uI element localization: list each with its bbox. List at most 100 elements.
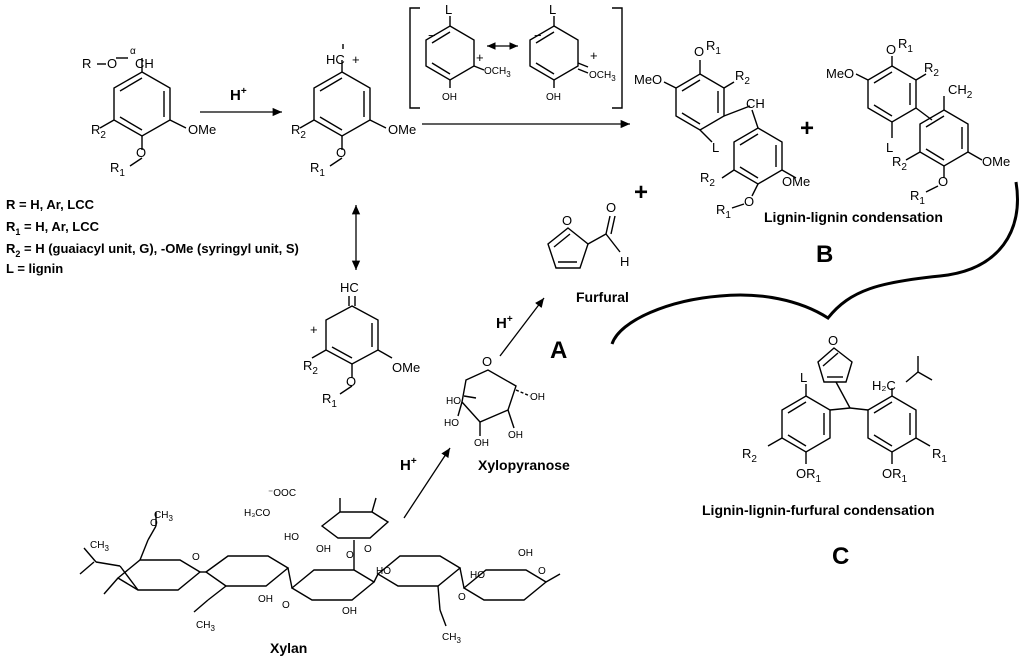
- xylan-labels: O CH3 CH3 O CH3 OH O OH O ⁻OOC H₃CO HO O…: [90, 488, 546, 645]
- alpha-label: α: [130, 46, 136, 57]
- atom-r2: R2: [91, 122, 106, 141]
- legend-l: L = lignin: [6, 261, 63, 276]
- atom-h2c: H₂C: [872, 378, 896, 393]
- atom-o: O: [562, 213, 572, 228]
- atom-meo: MeO: [634, 72, 662, 87]
- label-b: B: [816, 241, 833, 268]
- xylopyranose-labels: O OH HO HO OH OH: [444, 354, 545, 449]
- atom-ome: OMe: [982, 154, 1010, 169]
- atom-r1: R1: [110, 160, 125, 179]
- charge-plus: +: [352, 52, 360, 67]
- lignin-unit-structure: [97, 57, 187, 167]
- furfural-structure: [547, 215, 621, 269]
- atom-oh: OH: [474, 438, 489, 449]
- product-b2-labels: O R1 R2 MeO CH2 L OMe R2 O R1: [826, 36, 1010, 207]
- atom-ome: OMe: [388, 122, 416, 137]
- label-c: C: [832, 543, 849, 570]
- atom-o: O: [538, 566, 546, 577]
- atom-ho: HO: [284, 532, 299, 543]
- legend-r1: R1 = H, Ar, LCC: [6, 219, 100, 237]
- atom-r1: R1: [932, 446, 947, 465]
- plus-sign: +: [800, 115, 814, 142]
- reagent-h-plus: H+: [400, 456, 417, 474]
- atom-r2: R2: [892, 154, 907, 173]
- curly-brace: [610, 181, 1019, 345]
- product-c-structure: [767, 347, 933, 464]
- atom-o: O: [458, 592, 466, 603]
- resonance-bracket: [409, 7, 623, 109]
- atom-o: O: [136, 145, 146, 160]
- atom-ooc: ⁻OOC: [268, 488, 296, 499]
- atom-och3: OCH3: [589, 70, 616, 83]
- atom-o: O: [938, 174, 948, 189]
- atom-ch2: CH2: [948, 82, 973, 101]
- atom-ch: CH: [746, 96, 765, 111]
- atom-ho: HO: [470, 570, 485, 581]
- atom-och3: OCH3: [484, 66, 511, 79]
- atom-r1: R1: [706, 38, 721, 57]
- atom-r1: R1: [716, 202, 731, 221]
- product-b1-labels: O R1 R2 MeO CH L OMe R2 O R1: [634, 38, 810, 221]
- atom-o: O: [694, 44, 704, 59]
- atom-r1: R1: [310, 160, 325, 179]
- reaction-arrow-hydrolysis: [403, 447, 451, 519]
- lignin-lignin-caption: Lignin-lignin condensation: [764, 209, 943, 225]
- xylopyranose-caption: Xylopyranose: [478, 457, 570, 473]
- charge-plus: +: [476, 50, 484, 65]
- atom-r2: R2: [700, 170, 715, 189]
- quinone-methide-labels: HC + OMe R2 O R1: [303, 280, 420, 410]
- atom-or1: OR1: [882, 466, 908, 485]
- atom-o: O: [828, 333, 838, 348]
- atom-o: O: [482, 354, 492, 369]
- atom-o: O: [744, 194, 754, 209]
- atom-o: O: [107, 56, 117, 71]
- atom-ome: OMe: [188, 122, 216, 137]
- benzyl-cation-structure: [299, 44, 387, 167]
- atom-o: O: [346, 374, 356, 389]
- atom-oh: OH: [508, 430, 523, 441]
- xylopyranose-structure: [457, 369, 531, 436]
- reagent-h-plus: H+: [496, 314, 513, 332]
- atom-ho: HO: [376, 566, 391, 577]
- atom-ch3: CH3: [154, 510, 173, 523]
- atom-h3co: H₃CO: [244, 508, 271, 519]
- atom-oh: OH: [258, 594, 273, 605]
- substituent-legend: R = H, Ar, LCC R1 = H, Ar, LCC R2 = H (g…: [6, 197, 299, 276]
- atom-ch3: CH3: [196, 620, 215, 633]
- lignin-unit-labels: R O α CH OMe R2 O R1: [82, 46, 216, 179]
- atom-meo: MeO: [826, 66, 854, 81]
- atom-oh: OH: [518, 548, 533, 559]
- charge-minus: −: [428, 28, 436, 43]
- atom-ome: OMe: [782, 174, 810, 189]
- atom-h: H: [620, 254, 629, 269]
- reaction-arrow-furfural: [499, 297, 545, 357]
- atom-r2: R2: [303, 358, 318, 377]
- atom-hc: HC: [326, 52, 345, 67]
- atom-oh: OH: [530, 392, 545, 403]
- atom-oh: OH: [316, 544, 331, 555]
- furfural-labels: O O H: [562, 200, 629, 269]
- atom-ch3: CH3: [442, 632, 461, 645]
- atom-ome: OMe: [392, 360, 420, 375]
- label-a: A: [550, 337, 567, 364]
- atom-o: O: [336, 145, 346, 160]
- atom-r1: R1: [322, 391, 337, 410]
- atom-r2: R2: [735, 68, 750, 87]
- atom-r1: R1: [910, 188, 925, 207]
- charge-plus: +: [590, 48, 598, 63]
- charge-minus: −: [534, 28, 542, 43]
- atom-ch3: CH3: [90, 540, 109, 553]
- plus-sign: +: [634, 179, 648, 206]
- atom-o: O: [606, 200, 616, 215]
- atom-ho: HO: [444, 418, 459, 429]
- lignin-furfural-caption: Lignin-lignin-furfural condensation: [702, 502, 935, 518]
- xylan-structure: [79, 497, 561, 627]
- legend-r2: R2 = H (guaiacyl unit, G), -OMe (syringy…: [6, 241, 299, 259]
- atom-or1: OR1: [796, 466, 822, 485]
- atom-r2: R2: [291, 122, 306, 141]
- xylan-caption: Xylan: [270, 640, 307, 656]
- atom-l: L: [800, 370, 807, 385]
- reagent-h-plus: H+: [230, 86, 247, 104]
- atom-o: O: [346, 550, 354, 561]
- atom-o: O: [364, 544, 372, 555]
